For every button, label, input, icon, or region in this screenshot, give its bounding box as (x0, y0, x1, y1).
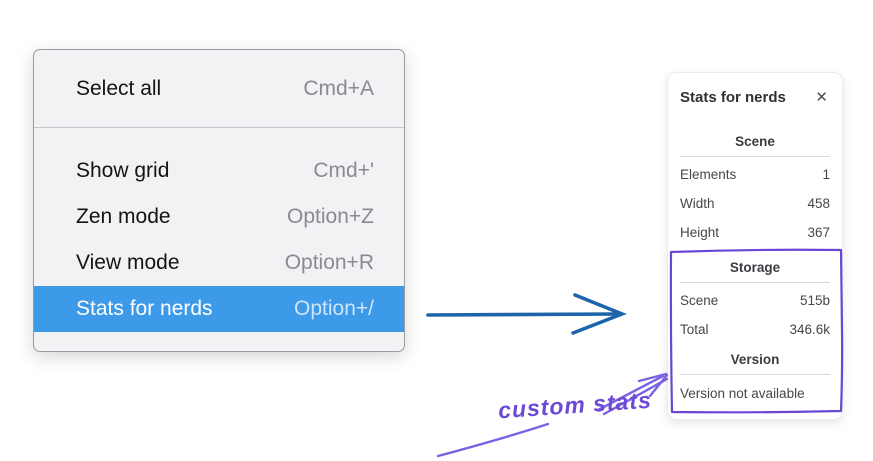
stat-value: 515b (799, 293, 830, 308)
version-note: Version not available (680, 386, 805, 401)
stat-value: 367 (807, 225, 830, 240)
stat-label: Height (680, 225, 720, 240)
menu-item-shortcut: Cmd+' (313, 159, 374, 182)
menu-item-label: View mode (76, 251, 180, 274)
stat-label: Scene (680, 293, 719, 308)
stat-value: 346.6k (789, 322, 830, 337)
section-divider (680, 156, 830, 157)
stat-row-scene-storage: Scene 515b (680, 286, 830, 315)
stat-row-total-storage: Total 346.6k (680, 315, 830, 344)
stat-row-height: Height 367 (680, 218, 830, 247)
stat-value: 458 (807, 196, 830, 211)
section-divider (680, 374, 830, 375)
menu-item-zen-mode[interactable]: Zen mode Option+Z (34, 194, 404, 240)
menu-item-select-all[interactable]: Select all Cmd+A (34, 50, 404, 128)
menu-group: Show grid Cmd+' Zen mode Option+Z View m… (34, 128, 404, 332)
section-header-scene: Scene (735, 134, 775, 149)
close-icon[interactable]: ✕ (815, 88, 828, 106)
stat-label: Width (680, 196, 715, 211)
menu-item-label: Show grid (76, 159, 170, 182)
stats-panel-header: Stats for nerds ✕ (680, 87, 830, 107)
stats-panel-title: Stats for nerds (680, 88, 786, 106)
annotation-label: custom stats (497, 386, 653, 424)
menu-item-view-mode[interactable]: View mode Option+R (34, 240, 404, 286)
menu-item-shortcut: Option+R (284, 251, 374, 274)
menu-item-shortcut: Cmd+A (303, 76, 374, 100)
stat-value: 1 (822, 167, 830, 182)
menu-item-label: Zen mode (76, 205, 171, 228)
menu-item-stats-for-nerds[interactable]: Stats for nerds Option+/ (34, 286, 404, 332)
menu-item-shortcut: Option+/ (294, 297, 374, 320)
stat-label: Total (680, 322, 709, 337)
menu-item-show-grid[interactable]: Show grid Cmd+' (34, 148, 404, 194)
stat-row-width: Width 458 (680, 189, 830, 218)
stat-row-elements: Elements 1 (680, 160, 830, 189)
section-header-version: Version (730, 352, 780, 367)
section-divider (680, 282, 830, 283)
menu-item-label: Select all (76, 76, 162, 100)
section-header-storage: Storage (729, 260, 781, 275)
menu-item-shortcut: Option+Z (287, 205, 374, 228)
stats-panel: Stats for nerds ✕ Scene Elements 1 Width… (667, 72, 843, 420)
menu-item-label: Stats for nerds (76, 297, 213, 320)
context-menu: Select all Cmd+A Show grid Cmd+' Zen mod… (33, 49, 405, 352)
menu-to-panel-arrow (426, 293, 627, 335)
stat-label: Elements (680, 167, 737, 182)
